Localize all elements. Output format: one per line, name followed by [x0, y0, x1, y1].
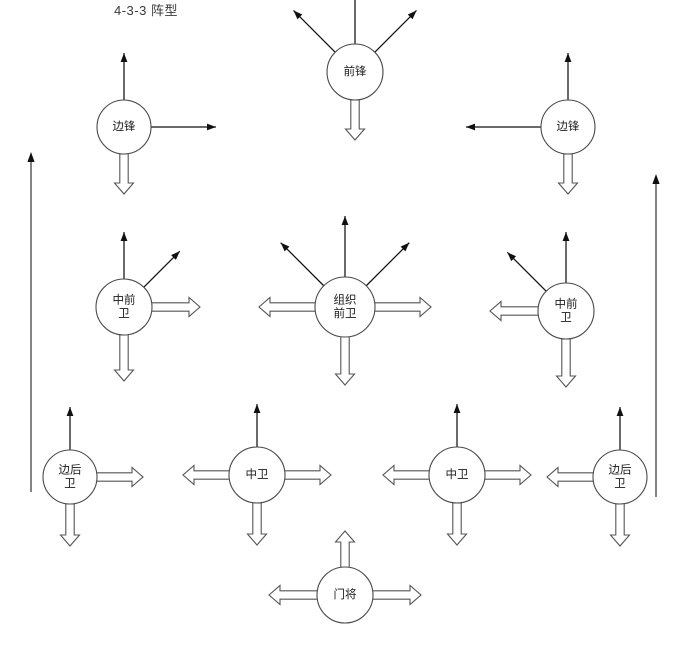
- left-flank-run: [27, 152, 35, 492]
- left-center-midfielder-thin-arrowhead-up: [120, 232, 128, 241]
- player-circle-playmaker[interactable]: [314, 276, 376, 338]
- player-label-playmaker: 前卫: [334, 306, 357, 320]
- playmaker-thin-arrowhead-up-right: [400, 242, 410, 252]
- player-label-right-back: 卫: [614, 478, 626, 490]
- left-back-hollow-arrow-down: [59, 501, 81, 547]
- center-back-right-hollow-arrow-down: [446, 500, 468, 546]
- right-center-midfielder-thin-arrow-up-left: [506, 251, 548, 293]
- player-circle-left-back[interactable]: [42, 449, 98, 505]
- center-back-right-hollow-arrow-right: [482, 464, 532, 486]
- center-back-right-hollow-arrow-left: [382, 464, 432, 486]
- striker-thin-arrowhead-up-left: [293, 10, 303, 20]
- player-circle-center-back-left[interactable]: [228, 446, 286, 504]
- player-node-goalkeeper[interactable]: 门将: [268, 530, 422, 624]
- player-circle-center-back-right[interactable]: [428, 446, 486, 504]
- player-node-right-center-midfielder[interactable]: 中前卫: [489, 232, 595, 388]
- player-node-center-back-right[interactable]: 中卫: [382, 404, 532, 546]
- right-center-midfielder-hollow-arrow-down: [555, 336, 577, 388]
- left-center-midfielder-hollow-arrow-down: [113, 332, 135, 382]
- right-center-midfielder-hollow-arrow-left: [489, 300, 541, 322]
- right-winger-thin-arrowhead-up: [564, 53, 572, 62]
- player-label-right-center-midfielder: 中前: [555, 296, 578, 310]
- left-back-thin-arrowhead-up: [66, 407, 74, 416]
- player-circle-striker[interactable]: [326, 43, 384, 101]
- playmaker-hollow-arrow-left: [258, 296, 318, 318]
- striker-thin-arrow-up-left: [293, 10, 337, 54]
- playmaker-thin-arrowhead-up: [341, 216, 349, 225]
- player-label-right-back: 边后: [609, 463, 632, 476]
- center-back-left-thin-arrowhead-up: [253, 404, 261, 413]
- player-circle-right-back[interactable]: [592, 449, 648, 505]
- player-label-left-back: 边后: [59, 463, 82, 476]
- player-node-right-winger[interactable]: 边锋: [466, 53, 596, 195]
- right-back-thin-arrowhead-up: [616, 407, 624, 416]
- center-back-left-hollow-arrow-right: [282, 464, 332, 486]
- diagram-title: 4-3-3 阵型: [114, 3, 178, 18]
- player-node-striker[interactable]: 前锋: [293, 0, 417, 141]
- left-center-midfielder-thin-arrowhead-up-right: [171, 251, 180, 260]
- playmaker-thin-arrow-up-left: [280, 242, 325, 287]
- player-label-center-back-left: 中卫: [246, 468, 269, 481]
- striker-thin-arrowhead-up-right: [407, 10, 417, 20]
- left-center-midfielder-hollow-arrow-right: [149, 296, 201, 318]
- playmaker-hollow-arrow-down: [334, 334, 356, 386]
- left-flank-run-arrowhead: [27, 152, 35, 162]
- center-back-left-hollow-arrow-down: [246, 500, 268, 546]
- player-node-center-back-left[interactable]: 中卫: [182, 404, 332, 546]
- player-label-left-center-midfielder: 中前: [113, 292, 136, 306]
- right-winger-hollow-arrow-down: [557, 151, 579, 195]
- center-back-right-thin-arrowhead-up: [453, 404, 461, 413]
- player-node-right-back[interactable]: 边后卫: [546, 407, 648, 547]
- goalkeeper-hollow-arrow-right: [370, 584, 422, 606]
- left-winger-thin-arrowhead-right: [207, 123, 216, 131]
- player-label-playmaker: 组织: [334, 292, 357, 306]
- player-circle-right-center-midfielder[interactable]: [537, 282, 595, 340]
- right-winger-thin-arrowhead-left: [466, 123, 475, 131]
- striker-thin-arrow-up-right: [373, 10, 417, 54]
- right-center-midfielder-thin-arrowhead-up: [562, 232, 570, 241]
- player-node-left-winger[interactable]: 边锋: [96, 53, 216, 195]
- player-label-left-back: 卫: [64, 478, 76, 490]
- player-label-right-winger: 边锋: [557, 120, 580, 133]
- center-back-left-hollow-arrow-left: [182, 464, 232, 486]
- striker-hollow-arrow-down: [344, 97, 366, 141]
- left-winger-thin-arrowhead-up: [120, 53, 128, 62]
- right-center-midfielder-thin-arrowhead-up-left: [507, 252, 517, 262]
- right-back-hollow-arrow-down: [609, 501, 631, 547]
- playmaker-thin-arrowhead-up-left: [280, 242, 290, 252]
- right-flank-run-arrowhead: [652, 174, 660, 184]
- right-back-hollow-arrow-left: [546, 466, 596, 488]
- left-winger-hollow-arrow-down: [113, 151, 135, 195]
- player-circle-goalkeeper[interactable]: [316, 566, 374, 624]
- player-node-left-back[interactable]: 边后卫: [42, 407, 144, 547]
- goalkeeper-hollow-arrow-up: [334, 530, 356, 570]
- player-label-goalkeeper: 门将: [334, 587, 357, 601]
- player-circle-right-winger[interactable]: [540, 99, 596, 155]
- player-label-left-winger: 边锋: [113, 120, 136, 133]
- playmaker-hollow-arrow-right: [372, 296, 432, 318]
- left-back-hollow-arrow-right: [94, 466, 144, 488]
- player-label-striker: 前锋: [344, 64, 367, 78]
- playmaker-thin-arrow-up-right: [365, 242, 410, 287]
- goalkeeper-hollow-arrow-left: [268, 584, 320, 606]
- player-label-right-center-midfielder: 卫: [560, 312, 572, 324]
- right-flank-run: [652, 174, 660, 497]
- player-label-center-back-right: 中卫: [446, 468, 469, 481]
- player-node-left-center-midfielder[interactable]: 中前卫: [95, 232, 201, 382]
- player-label-left-center-midfielder: 卫: [118, 308, 130, 320]
- player-circle-left-center-midfielder[interactable]: [95, 278, 153, 336]
- player-circle-left-winger[interactable]: [96, 99, 152, 155]
